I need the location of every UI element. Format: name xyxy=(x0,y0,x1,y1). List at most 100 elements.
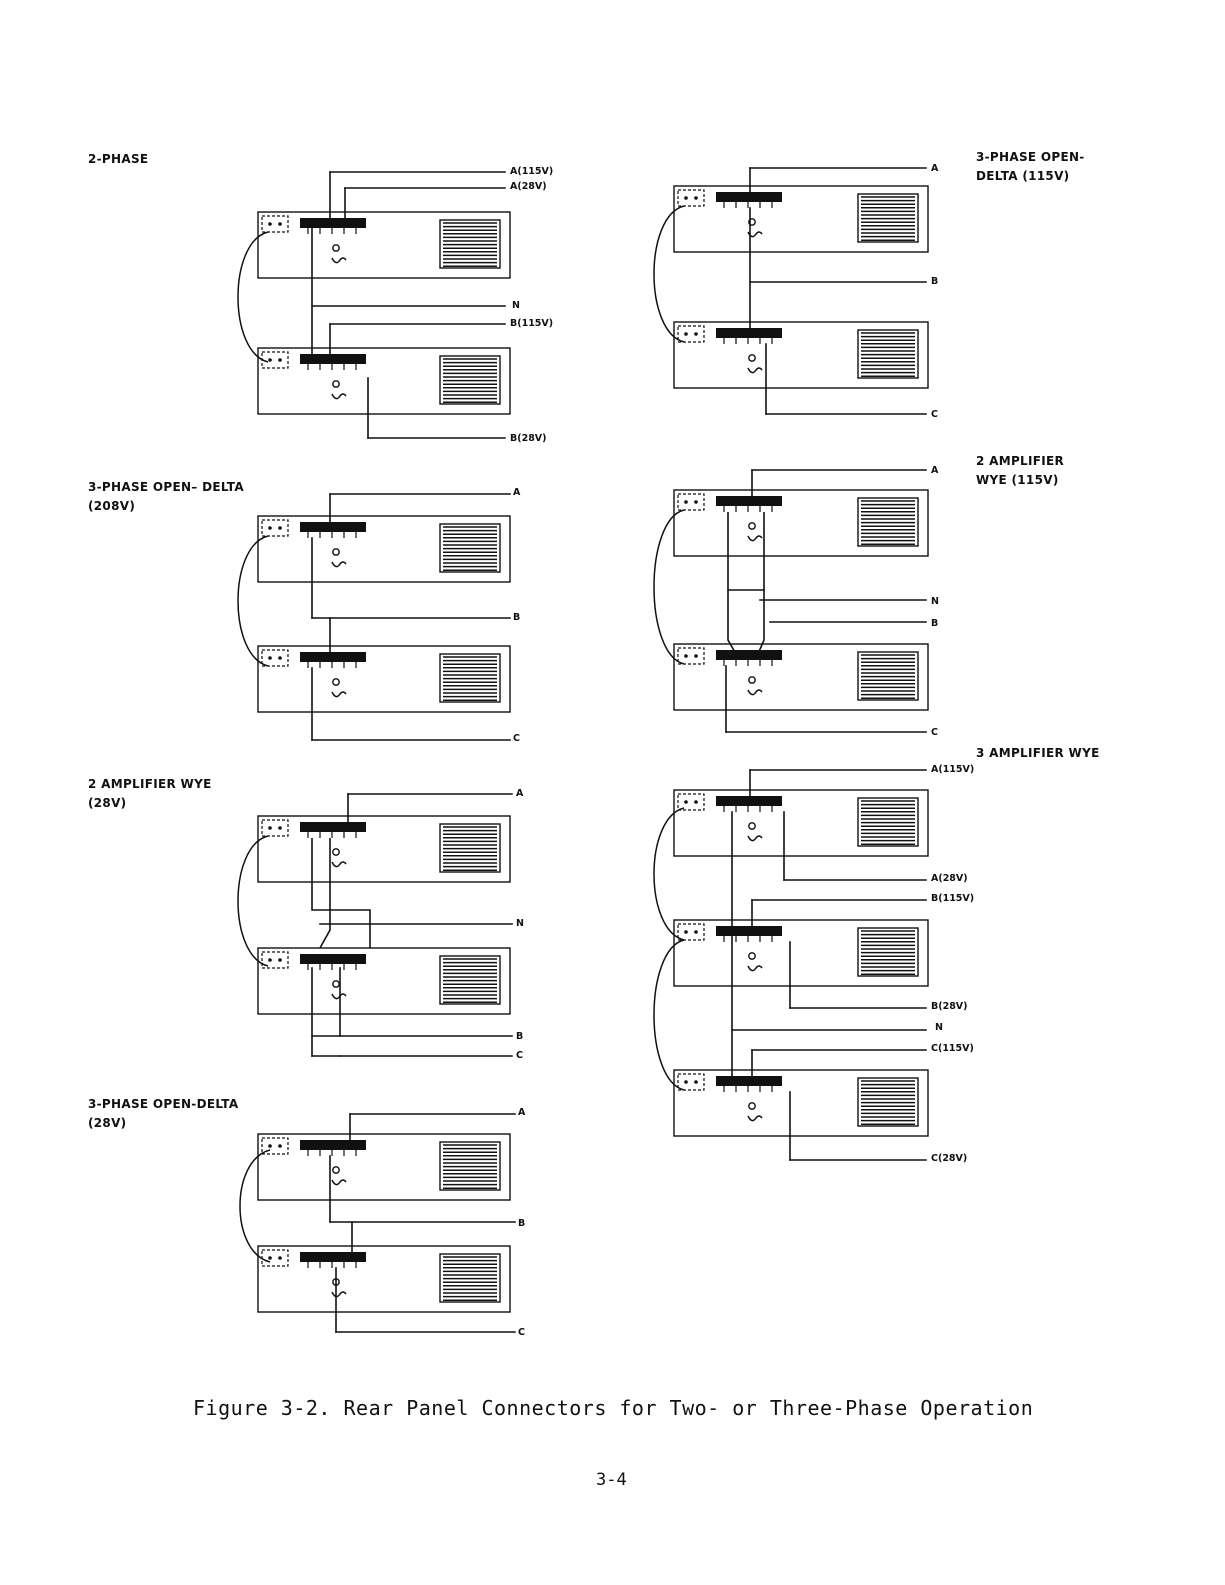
inlet-pin xyxy=(684,800,688,804)
wire xyxy=(747,689,763,696)
ac-inlet xyxy=(677,493,705,511)
amplifier-rear-panel xyxy=(257,815,511,883)
terminal-strip xyxy=(716,796,782,806)
inlet-pin xyxy=(268,1256,272,1260)
inlet-pin xyxy=(684,332,688,336)
terminal-strip xyxy=(716,192,782,202)
wire xyxy=(747,367,763,374)
panel-outline xyxy=(673,643,929,711)
amplifier-rear-panel xyxy=(257,515,511,583)
connector-ring xyxy=(332,1166,340,1174)
lead-label: A(28V) xyxy=(931,873,968,884)
ac-inlet xyxy=(261,819,289,837)
connector-ring xyxy=(748,218,756,226)
inlet-pin xyxy=(694,196,698,200)
amplifier-rear-panel xyxy=(673,1069,929,1137)
connector-ring xyxy=(332,678,340,686)
panel-outline xyxy=(257,815,511,883)
section-title-wye2-28: 2 AMPLIFIER WYE (28V) xyxy=(88,777,212,810)
amplifier-rear-panel xyxy=(673,185,929,253)
ac-inlet xyxy=(261,1137,289,1155)
section-title-open-delta-115: 3-PHASE OPEN- DELTA (115V) xyxy=(976,150,1085,183)
connector-ring xyxy=(332,848,340,856)
panel-outline xyxy=(673,1069,929,1137)
panel-outline xyxy=(673,789,929,857)
connector-ring xyxy=(332,548,340,556)
ac-inlet xyxy=(261,351,289,369)
connector-ring xyxy=(748,676,756,684)
lead-label: C xyxy=(513,733,520,744)
terminal-strip xyxy=(716,926,782,936)
lead-label: B xyxy=(518,1218,526,1229)
inlet-pin xyxy=(278,222,282,226)
panel-outline xyxy=(257,947,511,1015)
diagram-wye2-115 xyxy=(653,469,929,733)
lead-label: B(28V) xyxy=(931,1001,968,1012)
inlet-pin xyxy=(694,500,698,504)
vent-grille xyxy=(439,1253,501,1303)
wire xyxy=(331,561,347,568)
lead-label: B xyxy=(931,276,939,287)
vent-grille xyxy=(857,797,919,847)
wire xyxy=(653,205,685,343)
inlet-pin xyxy=(684,930,688,934)
inlet-pin xyxy=(694,930,698,934)
wire xyxy=(727,512,737,655)
wiring-diagrams xyxy=(237,167,929,1333)
terminal-strip xyxy=(300,1140,366,1150)
inlet-pin xyxy=(268,958,272,962)
lead-label: A xyxy=(516,788,524,799)
wire xyxy=(237,535,269,667)
lead-label: A xyxy=(513,487,521,498)
ac-inlet xyxy=(677,923,705,941)
ac-inlet xyxy=(677,1073,705,1091)
wire xyxy=(331,1291,347,1298)
inlet-pin xyxy=(278,1144,282,1148)
lead-label: A(115V) xyxy=(931,764,975,775)
wire xyxy=(653,939,685,1091)
lead-label: B(115V) xyxy=(510,318,554,329)
amplifier-rear-panel xyxy=(257,1133,511,1201)
inlet-pin xyxy=(278,358,282,362)
lead-label: B xyxy=(513,612,521,623)
terminal-strip xyxy=(300,954,366,964)
ac-inlet xyxy=(677,793,705,811)
diagram-open-delta-28 xyxy=(239,1113,516,1333)
page-number: 3-4 xyxy=(596,1470,627,1490)
lead-label: A(115V) xyxy=(510,166,554,177)
inlet-pin xyxy=(694,654,698,658)
vent-grille xyxy=(857,497,919,547)
wire xyxy=(747,535,763,542)
panel-outline xyxy=(257,1245,511,1313)
wire xyxy=(331,861,347,868)
panel-outline xyxy=(257,347,511,415)
amplifier-rear-panel xyxy=(257,347,511,415)
inlet-pin xyxy=(684,654,688,658)
terminal-strip xyxy=(716,1076,782,1086)
section-title-wye2-115: 2 AMPLIFIER WYE (115V) xyxy=(976,454,1065,487)
terminal-strip xyxy=(716,328,782,338)
vent-grille xyxy=(439,523,501,573)
panel-outline xyxy=(257,645,511,713)
ac-inlet xyxy=(677,189,705,207)
wire xyxy=(757,512,765,655)
amplifier-rear-panel xyxy=(257,645,511,713)
section-title-two-phase: 2-PHASE xyxy=(88,152,149,166)
inlet-pin xyxy=(278,826,282,830)
connector-ring xyxy=(748,354,756,362)
amplifier-rear-panel xyxy=(673,919,929,987)
ac-inlet xyxy=(261,649,289,667)
section-title-wye3: 3 AMPLIFIER WYE xyxy=(976,746,1100,760)
wire xyxy=(747,1115,763,1122)
lead-label: N xyxy=(516,918,524,929)
amplifier-rear-panel xyxy=(257,1245,511,1313)
terminal-strip xyxy=(300,822,366,832)
lead-label: A xyxy=(931,163,939,174)
wire xyxy=(331,691,347,698)
lead-label: N xyxy=(935,1022,943,1033)
ac-inlet xyxy=(677,325,705,343)
amplifier-rear-panel xyxy=(673,789,929,857)
inlet-pin xyxy=(694,1080,698,1084)
inlet-pin xyxy=(684,196,688,200)
inlet-pin xyxy=(268,826,272,830)
